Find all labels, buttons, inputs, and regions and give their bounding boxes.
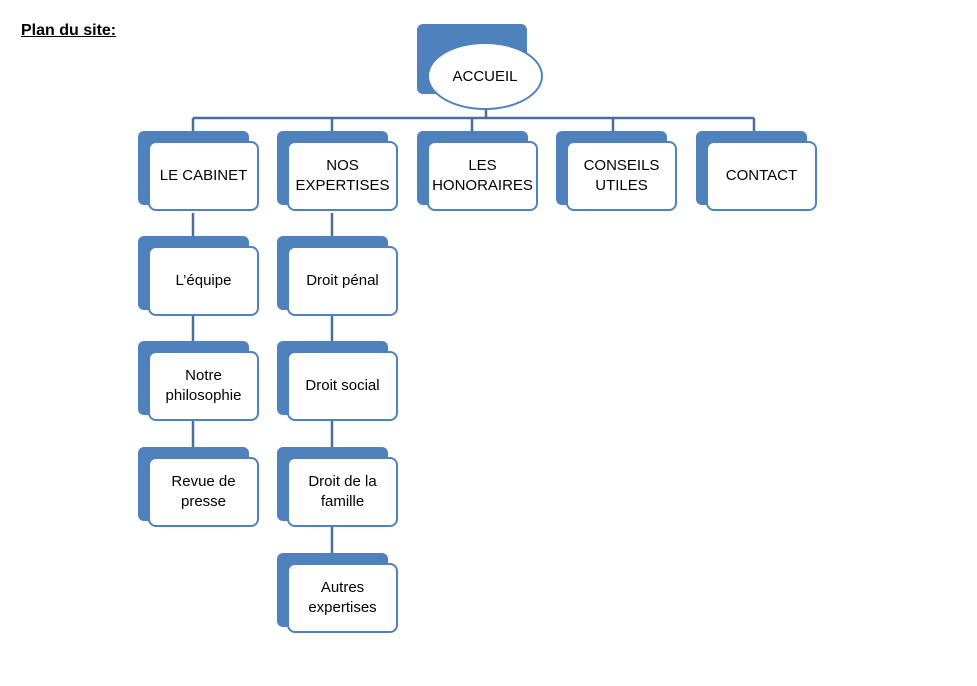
node-label: Revue de presse — [148, 457, 259, 527]
node-label: L’équipe — [148, 246, 259, 316]
node-label: Autres expertises — [287, 563, 398, 633]
node-label: CONSEILS UTILES — [566, 141, 677, 211]
node-label: LES HONORAIRES — [427, 141, 538, 211]
node-label: CONTACT — [706, 141, 817, 211]
node-label: LE CABINET — [148, 141, 259, 211]
node-label: Droit pénal — [287, 246, 398, 316]
node-label: Droit social — [287, 351, 398, 421]
node-label: NOS EXPERTISES — [287, 141, 398, 211]
node-label: ACCUEIL — [427, 42, 543, 110]
page-title: Plan du site: — [21, 22, 117, 39]
node-label: Droit de la famille — [287, 457, 398, 527]
node-label: Notre philosophie — [148, 351, 259, 421]
